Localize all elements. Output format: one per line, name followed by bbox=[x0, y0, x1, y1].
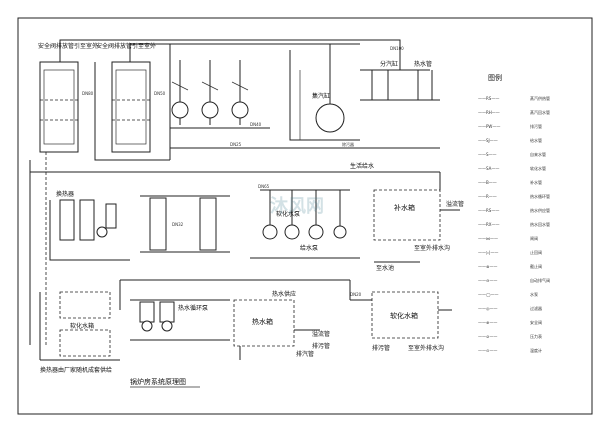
makeup-water-label: 生活给水 bbox=[350, 162, 374, 170]
legend-name: 闸阀 bbox=[530, 235, 538, 241]
regen-tank-pair: 软化水箱 换热器由厂家随机成套供给 bbox=[39, 291, 120, 374]
separator: 集汽缸 除污器 bbox=[289, 44, 360, 147]
legend-name: 压力表 bbox=[530, 333, 542, 339]
hw-circulation-pumps: 热水循环泵 bbox=[130, 299, 230, 341]
drain2-label: 排污管 bbox=[312, 342, 330, 350]
hot-tank-label: 热水箱 bbox=[252, 317, 273, 326]
heat-ex-label: 换热器 bbox=[56, 190, 74, 198]
legend-symbol: ——⊙—— bbox=[478, 348, 497, 353]
legend-symbol: ——RS—— bbox=[478, 208, 499, 213]
steam-out-label: 分汽缸 bbox=[380, 60, 398, 68]
legend-name: 自动排气阀 bbox=[530, 277, 550, 283]
watermark: 沐风网 bbox=[270, 195, 324, 217]
pipe-label-n3: DN40 bbox=[250, 122, 262, 127]
legend-symbol: ——⊖—— bbox=[478, 278, 497, 283]
boiler-2 bbox=[111, 61, 151, 153]
legend-symbol: ——SA—— bbox=[478, 166, 499, 171]
softener-label: 软化水箱 bbox=[390, 311, 418, 320]
legend-name: 排污管 bbox=[530, 123, 542, 129]
hot-water-tank: 热水箱 热水供应 溢流管 排污管 排汽管 bbox=[233, 290, 330, 360]
legend-name: 热水循环管 bbox=[530, 193, 550, 199]
legend-name: 水泵 bbox=[530, 291, 538, 297]
drain-main-label: 至室外排水沟 bbox=[414, 244, 450, 252]
pipe-label-n4: DN100 bbox=[390, 46, 404, 51]
pipe-label-n2: DN50 bbox=[154, 91, 166, 96]
legend-symbol: ——⊕—— bbox=[478, 320, 497, 325]
diagram-title: 锅炉房系统原理图 bbox=[130, 377, 186, 386]
legend-symbol: ——◎—— bbox=[478, 306, 498, 311]
legend-rows: ——RS—— 蒸汽供热管 ——RH—— 蒸汽回水管 ——PW—— 排污管 ——SJ—— 给水管… bbox=[478, 95, 550, 353]
separator-label: 集汽缸 bbox=[312, 92, 330, 100]
legend-symbol: ——B—— bbox=[478, 180, 497, 185]
boiler-group-label: 安全阀排放管引至室外 bbox=[38, 42, 98, 50]
drawing-frame bbox=[17, 17, 593, 415]
legend-name: 软化水管 bbox=[530, 165, 546, 171]
softener-tank-body bbox=[371, 291, 439, 339]
legend-name: 热水回水管 bbox=[530, 221, 550, 227]
hot-water-supply-label: 热水供应 bbox=[272, 290, 296, 298]
boiler-group-label-2: 安全阀排放管引至室外 bbox=[96, 42, 156, 50]
boiler-group: 安全阀排放管引至室外 安全阀排放管引至室外 DN80 DN50 bbox=[38, 42, 166, 153]
legend-name: 热水供应管 bbox=[530, 207, 550, 213]
legend-name: 给水管 bbox=[530, 137, 542, 143]
softener-pump-group: 软化水泵 给水泵 DN65 bbox=[250, 184, 360, 259]
legend-name: 安全阀 bbox=[530, 319, 542, 325]
legend-symbol: ——⊘—— bbox=[478, 334, 497, 339]
softener-pump-label: 软化水泵 bbox=[276, 210, 300, 218]
water-tank: 补水箱 溢流管 至室外排水沟 至水池 bbox=[373, 172, 464, 272]
pipe-label-n8: DN20 bbox=[350, 292, 362, 297]
legend-name: 止回阀 bbox=[530, 249, 542, 255]
legend-symbol: ——▷|—— bbox=[478, 250, 498, 255]
drain3-label: 排污管 bbox=[372, 344, 390, 352]
separator-vessel bbox=[315, 103, 345, 133]
legend-title: 图例 bbox=[488, 73, 502, 82]
legend-symbol: ——⋈—— bbox=[478, 236, 498, 241]
legend-symbol: ——⊗—— bbox=[478, 264, 497, 269]
dust-label: 除污器 bbox=[342, 141, 354, 147]
pipe-label-n7: DN65 bbox=[258, 184, 270, 189]
safety-valve-group: DN40 bbox=[170, 60, 270, 129]
feedwater-heater-pair: 换热器 bbox=[49, 190, 130, 261]
legend-name: 截止阀 bbox=[530, 263, 542, 269]
legend-symbol: ——◯—— bbox=[478, 292, 498, 297]
water-tank-label: 补水箱 bbox=[394, 203, 415, 212]
condensate-tank-pair: DN32 bbox=[140, 195, 230, 253]
pipe-label-n1: DN80 bbox=[82, 91, 94, 96]
legend-symbol: ——SJ—— bbox=[478, 138, 498, 143]
legend-name: 蒸汽供热管 bbox=[530, 95, 550, 101]
legend-symbol: ——RH—— bbox=[478, 110, 500, 115]
header-outlets: 分汽缸 热水管 DN100 bbox=[360, 39, 440, 101]
hw-pump-label: 热水循环泵 bbox=[178, 304, 208, 312]
hot-water-tank-body bbox=[233, 299, 295, 347]
boiler-1 bbox=[39, 61, 79, 153]
regen-tank-label: 软化水箱 bbox=[70, 322, 94, 330]
legend-symbol: ——RS—— bbox=[478, 96, 499, 101]
pipe-label-n6: DN32 bbox=[172, 222, 184, 227]
legend-symbol: ——S—— bbox=[478, 152, 497, 157]
overflow2-label: 溢流管 bbox=[312, 330, 330, 338]
softener-tank: 软化水箱 排污管 至室外排水沟 DN20 bbox=[350, 291, 452, 352]
drain-main-label-2: 至室外排水沟 bbox=[408, 344, 444, 352]
legend-name: 蒸汽回水管 bbox=[530, 109, 550, 115]
legend-name: 过滤器 bbox=[530, 305, 542, 311]
legend-name: 补水管 bbox=[530, 179, 542, 185]
legend-symbol: ——RX—— bbox=[478, 222, 500, 227]
boiler-note-label: 换热器由厂家随机成套供给 bbox=[40, 366, 112, 374]
pipe-label-n5: DN25 bbox=[230, 142, 242, 147]
legend-symbol: ——R—— bbox=[478, 194, 497, 199]
to-pool-label: 至水池 bbox=[376, 264, 394, 272]
hot-water-out-label: 热水管 bbox=[414, 60, 432, 68]
overflow-label: 溢流管 bbox=[446, 200, 464, 208]
exhaust-label: 排汽管 bbox=[296, 350, 314, 358]
legend-symbol: ——PW—— bbox=[478, 124, 500, 129]
legend-name: 温度计 bbox=[530, 347, 542, 353]
water-tank-body bbox=[373, 189, 441, 241]
legend: 图例 ——RS—— 蒸汽供热管 ——RH—— 蒸汽回水管 ——PW—— 排污管 ——SJ——… bbox=[478, 73, 550, 353]
feedwater-pump-label: 给水泵 bbox=[300, 244, 318, 252]
legend-name: 自来水管 bbox=[530, 151, 546, 157]
